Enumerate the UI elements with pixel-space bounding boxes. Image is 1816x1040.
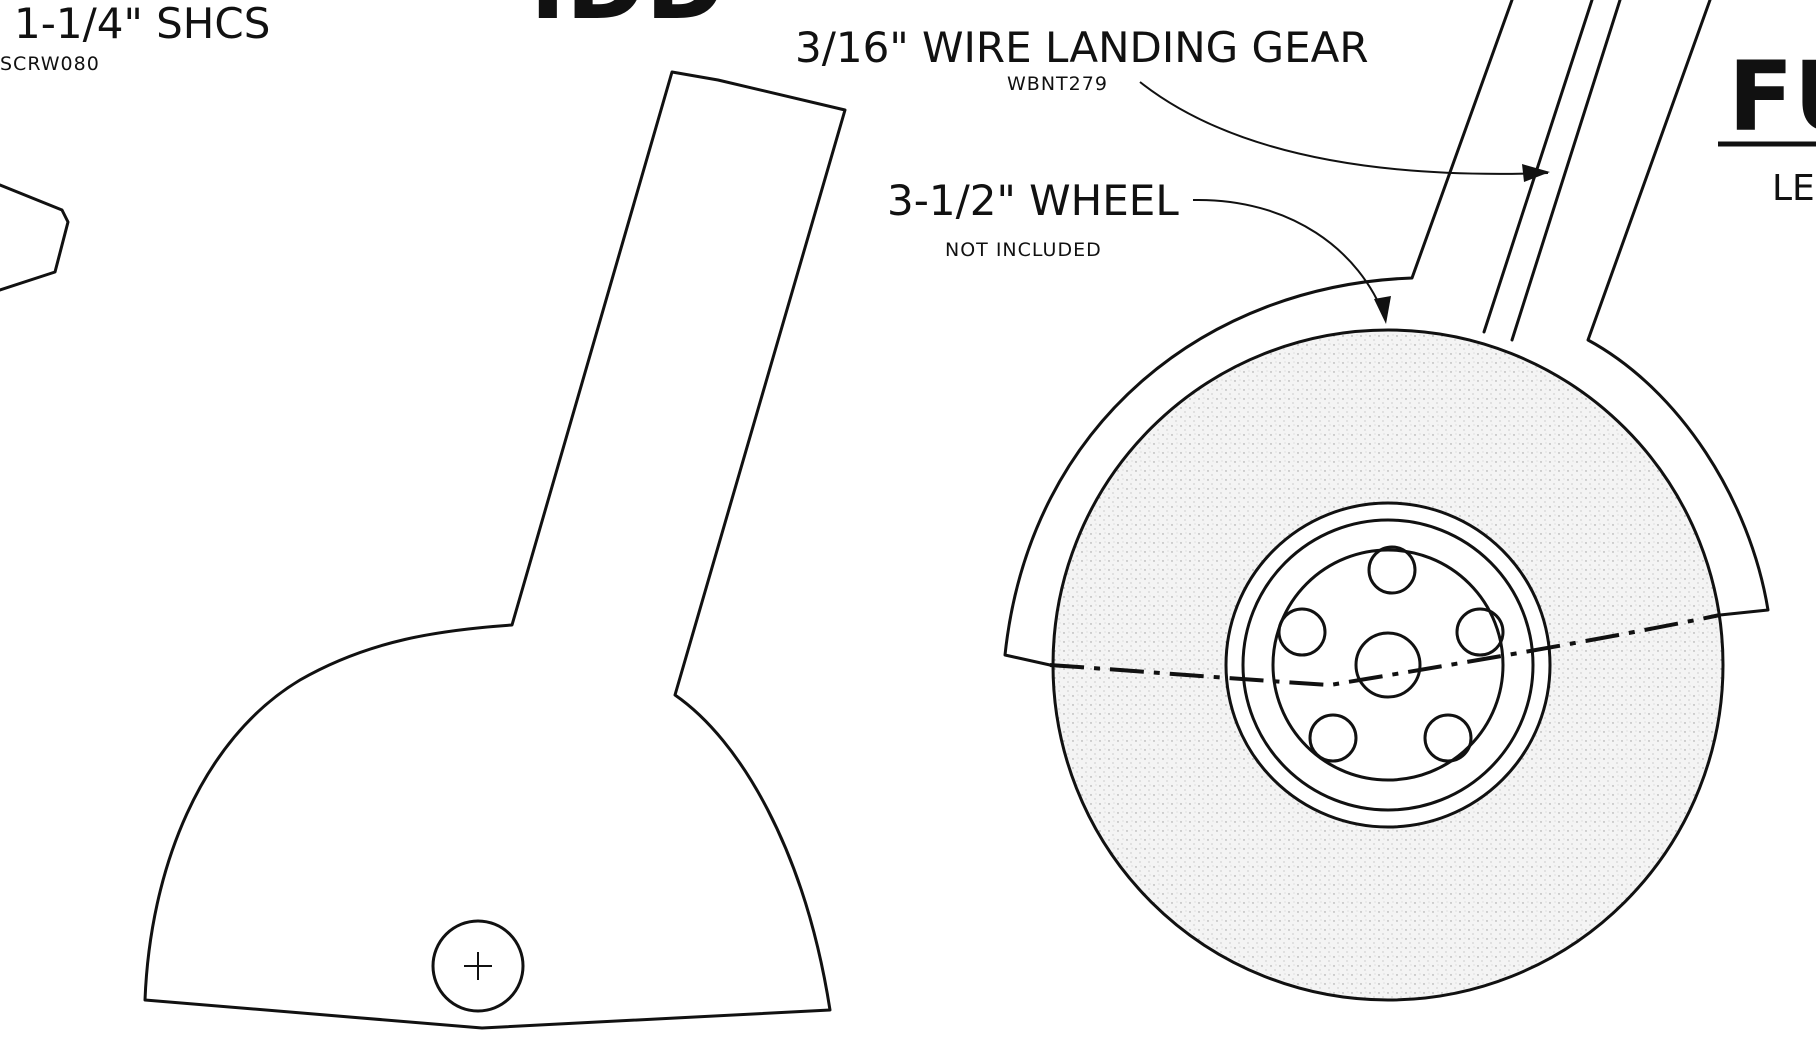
screw-fragment-outline	[0, 183, 70, 292]
bolt-hole	[1367, 545, 1417, 595]
gear-part-number: WBNT279	[1007, 73, 1108, 95]
axle	[1354, 631, 1422, 699]
gear-size-label: 3/16" WIRE LANDING GEAR	[795, 23, 1369, 72]
bolt-hole	[1308, 713, 1358, 763]
wheel-leader-line	[1192, 198, 1386, 319]
wheel-note: NOT INCLUDED	[945, 239, 1102, 261]
screw-size-label: 1-1/4" SHCS	[14, 0, 270, 48]
bolt-hole	[1455, 607, 1505, 657]
subtitle-partial: LE	[1772, 168, 1815, 209]
mounting-hole	[431, 919, 525, 1013]
screw-part-number: SCRW080	[0, 53, 100, 75]
wheel-leader-arrow	[1374, 296, 1391, 324]
wheel-pant-template	[143, 70, 847, 1030]
bolt-hole	[1423, 713, 1473, 763]
bolt-hole	[1277, 607, 1327, 657]
hub-outer-ring	[1224, 501, 1552, 829]
landing-gear-assembly	[1003, 0, 1770, 1002]
title-partial: FU	[1728, 41, 1816, 153]
gear-leader-arrow	[1522, 164, 1550, 182]
gear-leader-line	[1139, 81, 1549, 175]
top-partial-heading: IDD	[530, 0, 725, 41]
wheel-size-label: 3-1/2" WHEEL	[887, 176, 1179, 225]
center-line	[1049, 613, 1721, 688]
